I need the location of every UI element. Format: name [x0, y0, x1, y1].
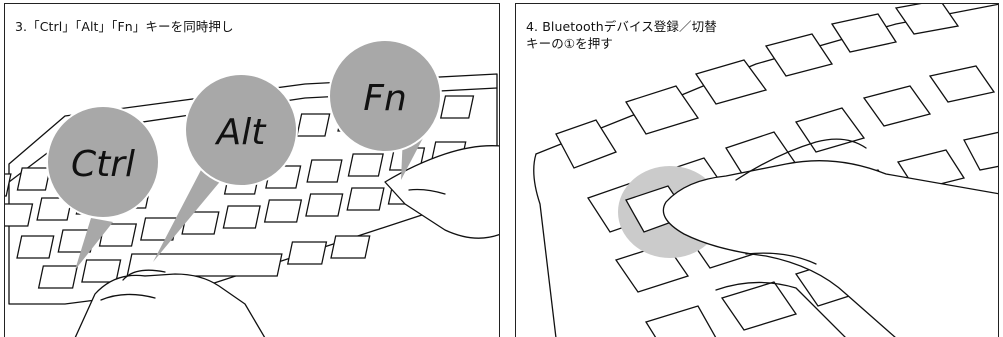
- fn-label: Fn: [363, 78, 407, 119]
- step4-panel: 4. Bluetoothデバイス登録／切替 キーの①を押す: [515, 3, 999, 337]
- keyboard-illustration-step3: Ctrl Alt Fn: [5, 39, 499, 337]
- alt-bubble: Alt: [153, 73, 298, 262]
- ctrl-bubble: Ctrl: [46, 105, 160, 270]
- keyboard-closeup-step4: [533, 4, 998, 337]
- fn-bubble: Fn: [328, 39, 442, 180]
- ctrl-label: Ctrl: [71, 144, 135, 185]
- step3-caption: 3.「Ctrl」「Alt」「Fn」キーを同時押し: [15, 19, 234, 34]
- alt-label: Alt: [215, 112, 268, 153]
- step3-panel: Ctrl Alt Fn 3.「Ctrl」「Alt」「Fn」キーを同時押し: [4, 3, 500, 337]
- step4-caption: 4. Bluetoothデバイス登録／切替 キーの①を押す: [526, 19, 717, 51]
